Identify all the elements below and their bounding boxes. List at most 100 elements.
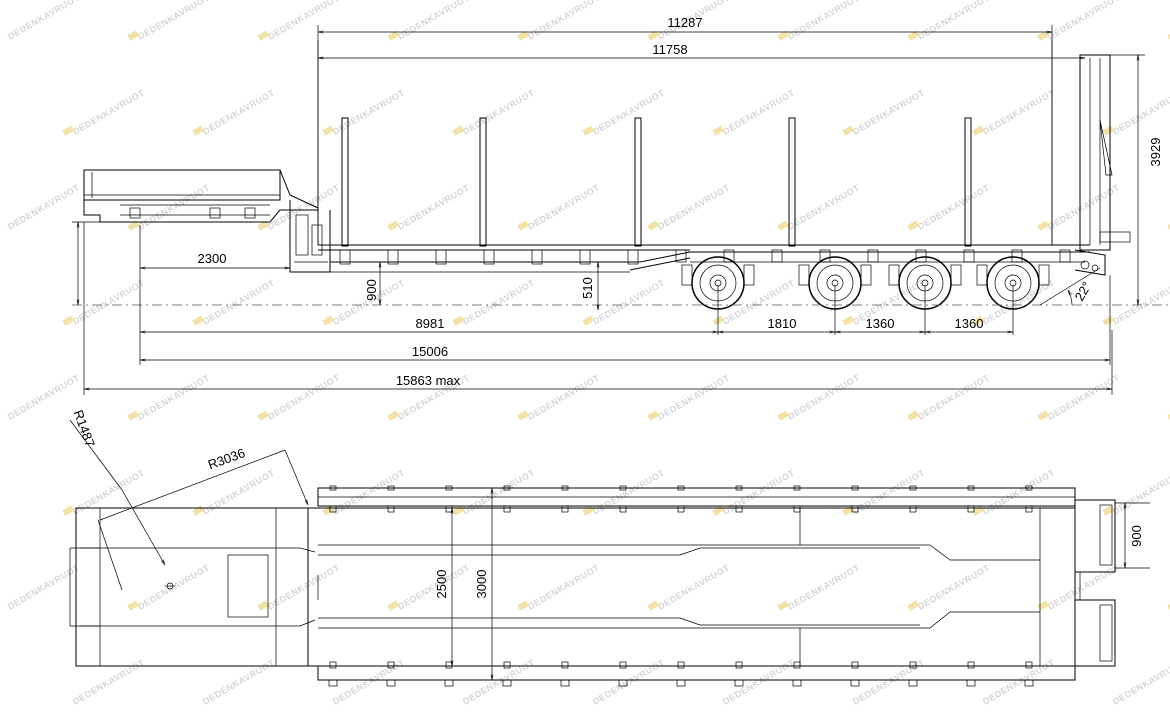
main-deck: [318, 244, 1090, 273]
watermark-logo: [517, 600, 529, 611]
watermark-logo: [127, 220, 139, 231]
watermark-text: DEDENKAVRUOT: [851, 87, 926, 136]
crossmember: [675, 249, 687, 263]
pocket: [734, 679, 744, 687]
dim-label-overall-height: 3929: [1148, 138, 1163, 167]
dim-label-overall-length: 15863 max: [396, 373, 461, 388]
pocket: [735, 505, 743, 513]
pocket: [619, 661, 627, 669]
watermark-text: DEDENKAVRUOT: [136, 182, 211, 231]
stake: [964, 117, 972, 247]
watermark-text: DEDENKAVRUOT: [916, 562, 991, 611]
watermark-text: DEDENKAVRUOT: [981, 657, 1056, 706]
pocket: [444, 679, 454, 687]
pocket: [793, 485, 801, 491]
dim-overall-length: 15863 max: [83, 222, 1113, 395]
watermark-logo: [387, 220, 399, 231]
watermark-text: DEDENKAVRUOT: [656, 372, 731, 421]
watermark-text: DEDENKAVRUOT: [136, 372, 211, 421]
crossmember: [627, 249, 639, 265]
dim-label-kingpin-rear: 15006: [412, 344, 448, 359]
stake: [634, 117, 642, 247]
pocket: [618, 679, 628, 687]
stake: [479, 117, 487, 247]
dim-deck-length-total: 11758: [318, 42, 1085, 58]
watermark-text: DEDENKAVRUOT: [526, 562, 601, 611]
watermark-logo: [712, 125, 724, 136]
pocket: [793, 505, 801, 513]
watermark-logo: [777, 600, 789, 611]
dim-label-deck-height: 900: [364, 279, 379, 301]
pocket: [850, 679, 860, 687]
watermark-logo: [972, 315, 984, 326]
crossmember: [723, 249, 735, 263]
dim-ramp-width: 900: [1115, 502, 1150, 569]
watermark-text: DEDENKAVRUOT: [656, 562, 731, 611]
dim-label-kingpin-axle1: 8981: [416, 316, 445, 331]
pocket: [909, 505, 917, 513]
watermark-logo: [1102, 505, 1114, 516]
dim-deck-length: 11287: [317, 15, 1053, 245]
pocket: [329, 505, 337, 513]
crossmember: [867, 249, 879, 263]
pocket: [677, 661, 685, 669]
pocket: [329, 485, 337, 491]
crossmember: [483, 249, 495, 265]
pocket: [735, 661, 743, 669]
watermark-text: DEDENKAVRUOT: [6, 182, 81, 231]
watermark-logo: [387, 600, 399, 611]
crossmember: [387, 249, 399, 265]
watermark-text: DEDENKAVRUOT: [656, 182, 731, 231]
watermark-text: DEDENKAVRUOT: [71, 467, 146, 516]
dim-label-axle-spacing-1: 1810: [768, 316, 797, 331]
watermark-text: DEDENKAVRUOT: [461, 87, 536, 136]
pocket: [851, 661, 859, 669]
watermark-text: DEDENKAVRUOT: [201, 467, 276, 516]
top-gooseneck: [69, 507, 316, 667]
top-rear-ramps: [1074, 499, 1116, 667]
pocket: [851, 485, 859, 491]
watermark-text: DEDENKAVRUOT: [6, 0, 81, 42]
pocket: [967, 505, 975, 513]
watermark-text: DEDENKAVRUOT: [1046, 372, 1121, 421]
stake: [341, 117, 349, 247]
crossmember: [531, 249, 543, 265]
watermark-text: DEDENKAVRUOT: [981, 467, 1056, 516]
dim-swing-radius-front: R1487: [69, 408, 166, 591]
crossmember: [819, 249, 831, 263]
watermark-logo: [582, 315, 594, 326]
pocket: [1024, 679, 1034, 687]
dim-label-ramp-angle: 22°: [1072, 279, 1095, 304]
watermark-text: DEDENKAVRUOT: [71, 657, 146, 706]
crossmember: [963, 249, 975, 263]
pocket: [1025, 661, 1033, 669]
watermark-logo: [452, 315, 464, 326]
dim-overall-height: 3929: [1110, 54, 1163, 305]
watermark-text: DEDENKAVRUOT: [916, 372, 991, 421]
watermark-logo: [127, 30, 139, 41]
watermark-logo: [127, 410, 139, 421]
top-main-frame: [307, 485, 1076, 687]
dim-overhang: 2300: [139, 225, 290, 365]
pocket: [967, 661, 975, 669]
watermark-text: DEDENKAVRUOT: [916, 182, 991, 231]
pocket: [387, 661, 395, 669]
watermark-logo: [1102, 315, 1114, 326]
watermark-logo: [517, 410, 529, 421]
watermark-text: DEDENKAVRUOT: [786, 562, 861, 611]
watermark-text: DEDENKAVRUOT: [396, 182, 471, 231]
watermark-text: DEDENKAVRUOT: [136, 562, 211, 611]
dim-deck-height-rear: 510: [580, 262, 598, 310]
watermark-text: DEDENKAVRUOT: [461, 657, 536, 706]
pocket: [792, 679, 802, 687]
dim-label-deck-length: 11287: [667, 15, 702, 30]
dim-label-deck-length-total: 11758: [652, 42, 687, 57]
watermark-logo: [582, 125, 594, 136]
watermark-text: DEDENKAVRUOT: [851, 467, 926, 516]
watermark-text: DEDENKAVRUOT: [526, 182, 601, 231]
dim-gooseneck-height: [72, 221, 100, 305]
pocket: [676, 679, 686, 687]
watermark-text: DEDENKAVRUOT: [201, 277, 276, 326]
pocket: [793, 661, 801, 669]
crossmember: [771, 249, 783, 263]
